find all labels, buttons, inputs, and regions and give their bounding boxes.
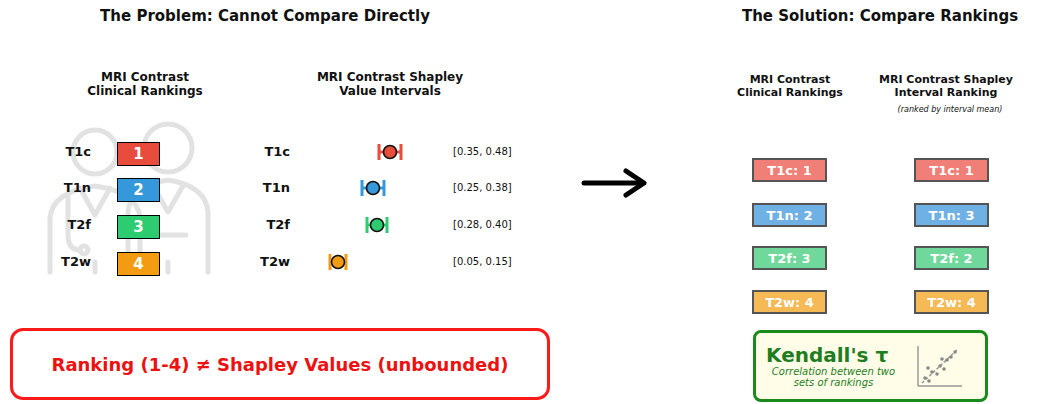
contrast-name: T2w bbox=[260, 255, 290, 270]
box-label: T1c: 1 bbox=[767, 163, 811, 178]
interval-value: [0.35, 0.48] bbox=[453, 146, 512, 158]
ranking-box: T2w: 4 bbox=[752, 290, 827, 314]
contrast-name: T2w bbox=[61, 255, 91, 270]
ranking-box: T1n: 2 bbox=[752, 203, 827, 227]
box-label: T2w: 4 bbox=[765, 295, 814, 310]
interval-value: [0.25, 0.38] bbox=[453, 182, 512, 194]
column-header: MRI Contrast Clinical Rankings bbox=[723, 74, 858, 99]
kendall-title: Kendall's τ bbox=[766, 344, 888, 366]
contrast-name: T1c bbox=[264, 145, 290, 160]
contrast-name: T1c bbox=[65, 145, 91, 160]
warning-box: Ranking (1-4) ≠ Shapley Values (unbounde… bbox=[10, 328, 550, 400]
column-header: MRI Contrast Shapley Value Intervals bbox=[290, 71, 490, 99]
ranking-box: T2f: 2 bbox=[914, 246, 989, 270]
ranking-box: T2w: 4 bbox=[914, 290, 989, 314]
contrast-name: T1n bbox=[263, 181, 290, 196]
box-label: 1 bbox=[133, 145, 143, 163]
box-label: 3 bbox=[133, 218, 143, 236]
ranking-box: T2f: 3 bbox=[752, 246, 827, 270]
interval-value: [0.28, 0.40] bbox=[453, 219, 512, 231]
ranking-box: T1c: 1 bbox=[914, 158, 989, 182]
box-label: Ranking (1-4) ≠ Shapley Values (unbounde… bbox=[52, 354, 509, 375]
interval-value: [0.05, 0.15] bbox=[453, 256, 512, 268]
contrast-name: T2f bbox=[266, 218, 290, 233]
box-label: 4 bbox=[133, 255, 143, 273]
box-label: T1c: 1 bbox=[929, 163, 973, 178]
rank-box: 1 bbox=[117, 142, 160, 166]
rank-box: 2 bbox=[117, 178, 160, 202]
panel-title: The Solution: Compare Rankings bbox=[742, 8, 1018, 25]
box-label: T2f: 2 bbox=[930, 251, 972, 266]
box-label: T2f: 3 bbox=[768, 251, 810, 266]
kendall-box: Kendall's τCorrelation between two sets … bbox=[753, 330, 988, 402]
header-note: (ranked by interval mean) bbox=[898, 105, 1003, 114]
contrast-name: T1n bbox=[64, 181, 91, 196]
kendall-subtitle: Correlation between two sets of rankings bbox=[771, 366, 896, 388]
contrast-name: T2f bbox=[67, 218, 91, 233]
panel-title: The Problem: Cannot Compare Directly bbox=[100, 8, 430, 25]
column-header: MRI Contrast Clinical Rankings bbox=[70, 71, 220, 99]
box-label: T2w: 4 bbox=[927, 295, 976, 310]
ranking-box: T1c: 1 bbox=[752, 158, 827, 182]
box-label: 2 bbox=[133, 181, 143, 199]
rank-box: 3 bbox=[117, 215, 160, 239]
rank-box: 4 bbox=[117, 252, 160, 276]
box-label: T1n: 3 bbox=[929, 208, 975, 223]
ranking-box: T1n: 3 bbox=[914, 203, 989, 227]
column-header: MRI Contrast Shapley Interval Ranking bbox=[866, 74, 1026, 99]
box-label: T1n: 2 bbox=[767, 208, 813, 223]
